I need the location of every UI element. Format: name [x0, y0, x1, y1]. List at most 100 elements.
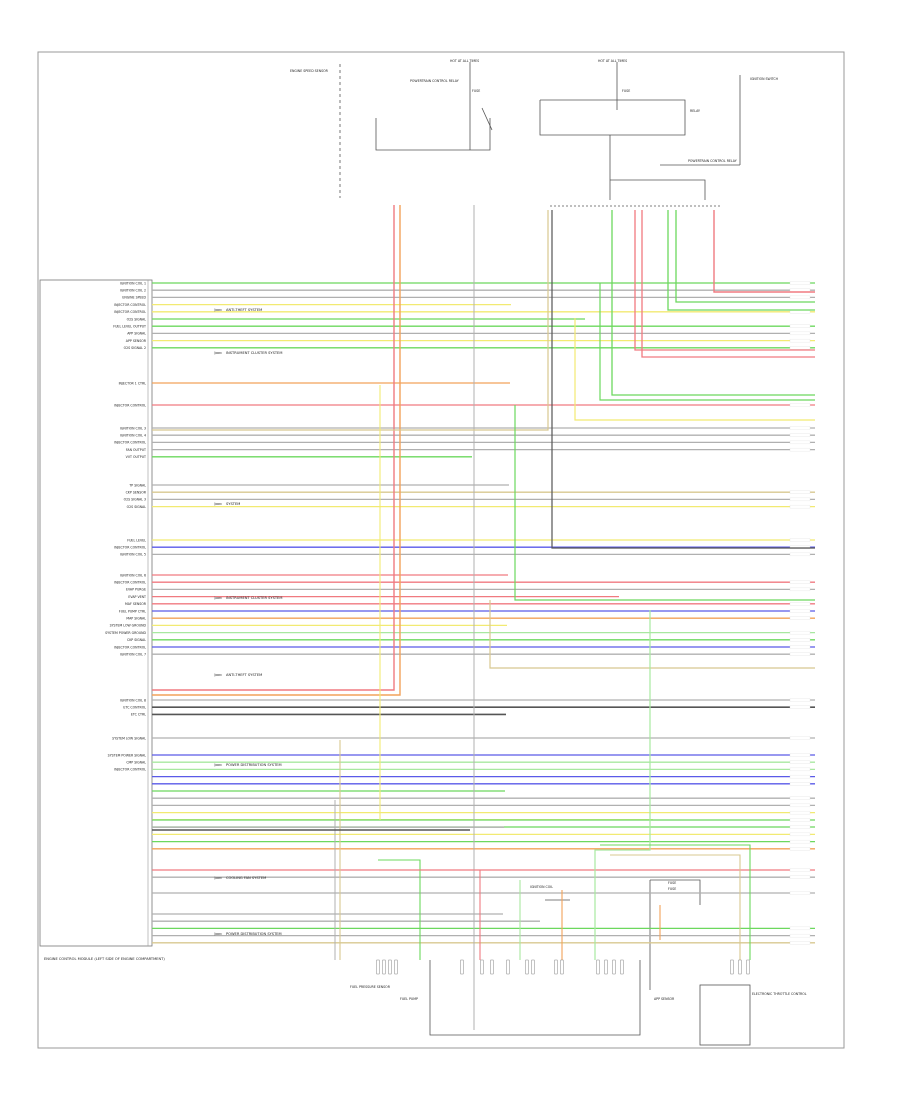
connector-pin	[730, 959, 734, 975]
wire-tag	[789, 324, 811, 328]
top-components	[339, 62, 741, 207]
vertical-wire-green-4	[599, 283, 815, 401]
wire-tag	[789, 281, 811, 285]
wire-tag	[789, 767, 811, 772]
pin-label: O2S SIGNAL	[127, 317, 147, 321]
pin-label: TP SIGNAL	[128, 483, 146, 487]
wire-tag	[789, 295, 811, 300]
hot-at-all-times-label-1: HOT AT ALL TIMES	[450, 59, 479, 63]
top-component-labels: ENGINE SPEED SENSOR HOT AT ALL TIMES POW…	[290, 59, 779, 163]
wire-tag	[789, 926, 811, 931]
pin-label: ETC CONTROL	[123, 706, 146, 710]
callout-arrow	[213, 502, 223, 506]
pin-label: EVAP VENT	[128, 595, 146, 599]
pin-label: INJECTOR CONTROL	[114, 768, 146, 772]
wire-tag	[789, 331, 811, 336]
vertical-wire-tan	[152, 210, 549, 431]
pin-label: CMP SIGNAL	[126, 761, 146, 765]
vertical-wire-red-3	[641, 210, 815, 358]
wire-tag	[789, 753, 811, 757]
vertical-wire-lightgreen	[594, 610, 651, 960]
pin-label: INJECTOR CONTROL	[114, 310, 146, 314]
wire-tag	[789, 587, 811, 592]
wire-tag	[789, 433, 811, 437]
wire-tag	[789, 705, 811, 709]
fuse-label-3: FUSE	[668, 881, 676, 885]
wire-tag	[789, 403, 811, 407]
connector-pin	[620, 959, 624, 975]
callout-arrow	[213, 763, 223, 767]
pin-label: ETC CTRL	[131, 713, 146, 717]
fuel-pump-label: FUEL PUMP	[400, 997, 418, 1001]
callout-label: ANTI-THEFT SYSTEM	[226, 673, 262, 677]
callout-label: POWER DISTRIBUTION SYSTEM	[226, 763, 282, 767]
callout-arrow	[213, 932, 223, 936]
wires	[152, 205, 815, 1030]
wire-tag	[789, 645, 811, 649]
vertical-wire-red-4	[713, 210, 815, 293]
connector-pin	[604, 959, 608, 975]
etc-label: ELECTRONIC THROTTLE CONTROL	[752, 992, 807, 996]
callout-label: ANTI-THEFT SYSTEM	[226, 308, 262, 312]
connector-pin	[612, 959, 616, 975]
pin-label: O2S SIGNAL 3	[124, 498, 146, 502]
pin-label: SYSTEM POWER GROUND	[105, 631, 146, 635]
vertical-wire-red-2	[634, 210, 815, 351]
vertical-wire-green	[611, 210, 815, 396]
vertical-wire-red-5	[390, 869, 481, 960]
wire-tag	[789, 490, 811, 494]
pin-label: INJECTOR CONTROL	[114, 441, 146, 445]
wire-tag	[789, 891, 811, 895]
app-sensor-label: APP SENSOR	[654, 997, 675, 1001]
callout-label: SYSTEM	[226, 502, 240, 506]
fuel-pressure-sensor-label: FUEL PRESSURE SENSOR	[350, 985, 391, 989]
wire-tag	[789, 310, 811, 314]
pin-label: MAP SIGNAL	[126, 617, 146, 621]
callout-arrow	[213, 351, 223, 355]
wire-tag	[789, 652, 811, 656]
wire-tag	[789, 803, 811, 808]
wire-tag	[789, 774, 811, 779]
vertical-wire-green-5	[514, 405, 815, 601]
engine-speed-sensor-label: ENGINE SPEED SENSOR	[290, 69, 329, 73]
pin-label: CKP SIGNAL	[127, 638, 146, 642]
vertical-wire-yellow	[574, 318, 815, 421]
connector-pin	[388, 959, 392, 975]
wire-tag	[789, 552, 811, 557]
callouts: ANTI-THEFT SYSTEM INSTRUMENT CLUSTER SYST…	[213, 308, 282, 936]
pin-label: FUEL LEVEL	[127, 538, 146, 542]
callout-label: INSTRUMENT CLUSTER SYSTEM	[226, 596, 282, 600]
wire-tag	[789, 580, 811, 584]
wire-tag	[789, 810, 811, 815]
ignition-switch-label: IGNITION SWITCH	[750, 77, 779, 81]
pin-label: APP SIGNAL	[127, 332, 146, 336]
pin-label: IGNITION COIL 2	[120, 289, 146, 293]
wire-tag	[789, 941, 811, 945]
connector-pin	[490, 959, 494, 975]
pin-label: IGNITION COIL 4	[120, 434, 146, 438]
pin-label: SYSTEM POWER SIGNAL	[108, 753, 147, 757]
connector-pin	[394, 959, 398, 975]
connector-pin	[525, 959, 529, 975]
pin-label: FAN OUTPUT	[126, 448, 146, 452]
pin-label: IGNITION COIL 8	[120, 698, 146, 702]
pin-label: IGNITION COIL 3	[120, 426, 146, 430]
vertical-wire-tan-4	[610, 854, 741, 960]
vertical-wire-green-2	[667, 210, 815, 311]
pin-label: O2S SIGNAL 2	[124, 346, 146, 350]
pin-label: SYSTEM LOW GROUND	[110, 624, 147, 628]
wire-tag	[789, 698, 811, 702]
pin-label: INJECTOR 1 CTRL	[119, 381, 147, 385]
wire-tag	[789, 426, 811, 430]
wire-tag	[789, 638, 811, 642]
callout-arrow	[213, 673, 223, 677]
wire-tag	[789, 796, 811, 800]
connector-pin	[460, 959, 464, 975]
connector-pin	[554, 959, 558, 975]
pin-label: CKP SENSOR	[126, 491, 147, 495]
diagram-frame	[37, 51, 845, 1049]
wire-tag	[789, 288, 811, 292]
connector-pin	[560, 959, 564, 975]
